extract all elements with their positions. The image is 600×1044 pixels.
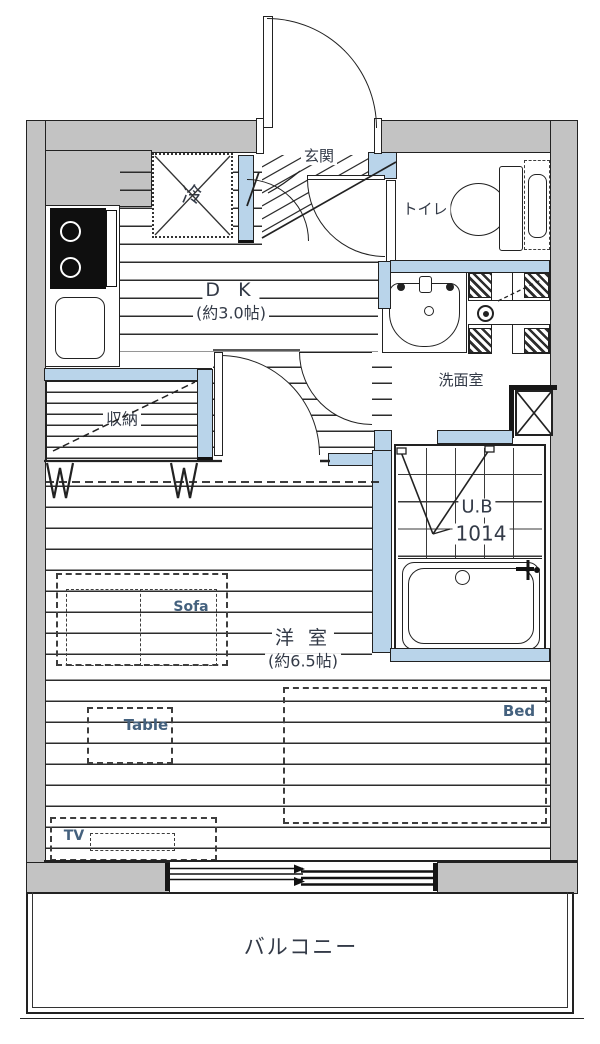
balcony-slab-line bbox=[20, 1018, 584, 1019]
toilet-tank bbox=[499, 166, 523, 251]
wall-washroom-left bbox=[378, 261, 391, 309]
unit-bath-size-label: 1014 bbox=[452, 523, 510, 545]
balcony-inner-rail bbox=[32, 892, 568, 1008]
washbasin-drain bbox=[424, 306, 434, 316]
sofa-divider bbox=[140, 589, 141, 666]
wall-unitbath-left bbox=[372, 450, 392, 653]
balcony-label: バルコニー bbox=[240, 936, 362, 958]
front-door-jamb-left bbox=[256, 118, 264, 154]
tv-label: TV bbox=[63, 828, 85, 844]
shaft-wall-top bbox=[509, 385, 557, 390]
stove bbox=[50, 208, 106, 289]
window-jamb-left bbox=[165, 863, 170, 891]
wall-top-left bbox=[26, 120, 262, 153]
wall-right bbox=[550, 120, 578, 864]
bed-outline bbox=[283, 687, 547, 824]
wall-below-toilet bbox=[390, 260, 550, 273]
stove-burner-2 bbox=[60, 257, 81, 278]
wall-top-right bbox=[376, 120, 578, 153]
toilet-label: トイレ bbox=[399, 201, 451, 218]
dk-label: D K bbox=[202, 280, 260, 301]
wall-left bbox=[26, 120, 46, 894]
stove-burner-1 bbox=[60, 221, 81, 242]
washer-pan-corner-tl bbox=[469, 273, 494, 298]
stove-side-panel bbox=[106, 210, 117, 287]
western-room-floor-lower bbox=[46, 660, 550, 860]
bed-label: Bed bbox=[502, 702, 536, 720]
fridge-label: 冷 bbox=[178, 184, 206, 206]
toilet-cabinet bbox=[528, 174, 547, 238]
bathtub-inner bbox=[408, 568, 534, 644]
western-room-label: 洋 室 bbox=[271, 628, 335, 649]
pipe-shaft bbox=[515, 390, 553, 436]
entrance-inner-door-leaf bbox=[307, 175, 385, 180]
sofa-label: Sofa bbox=[173, 599, 209, 615]
entrance-toilet-wall bbox=[386, 180, 396, 262]
wall-closet-right bbox=[197, 369, 213, 460]
washer-drain-center bbox=[483, 311, 489, 317]
washbasin-faucet bbox=[419, 276, 432, 293]
washbasin-bowl bbox=[389, 283, 460, 347]
tv-inner bbox=[90, 833, 175, 851]
wall-closet-top bbox=[44, 368, 212, 381]
closet-label: 収納 bbox=[102, 411, 142, 429]
washroom-label: 洗面室 bbox=[435, 372, 487, 389]
unit-bath-label: U.B bbox=[458, 498, 496, 518]
wall-bottom-right bbox=[437, 862, 578, 894]
sofa-seat bbox=[66, 589, 217, 666]
dk-western-door-leaf bbox=[214, 352, 223, 456]
wall-unitbath-bottom bbox=[390, 648, 550, 662]
dk-size-label: (約3.0帖) bbox=[193, 305, 269, 323]
bathtub-drain bbox=[455, 570, 470, 585]
table-label: Table bbox=[123, 716, 169, 734]
table-outline bbox=[87, 707, 173, 764]
toilet-cabinet-dashed bbox=[524, 160, 550, 250]
wall-bottom-left bbox=[26, 862, 170, 894]
western-room-floor-upper bbox=[46, 466, 372, 660]
front-door-swing bbox=[267, 18, 377, 128]
front-door-jamb-right bbox=[374, 118, 382, 154]
washbasin-knob-right bbox=[446, 283, 454, 291]
western-room-size-label: (約6.5帖) bbox=[265, 653, 341, 671]
kitchen-sink bbox=[55, 297, 105, 359]
wall-washroom-bottom-right bbox=[437, 430, 513, 444]
shaft-wall-left bbox=[509, 385, 514, 438]
washer-pan-corner-br bbox=[524, 328, 549, 353]
washbasin-knob-left bbox=[397, 283, 405, 291]
window-jamb-right bbox=[433, 863, 438, 891]
entrance-label: 玄関 bbox=[300, 148, 338, 165]
washer-pan-corner-tr bbox=[524, 273, 549, 298]
